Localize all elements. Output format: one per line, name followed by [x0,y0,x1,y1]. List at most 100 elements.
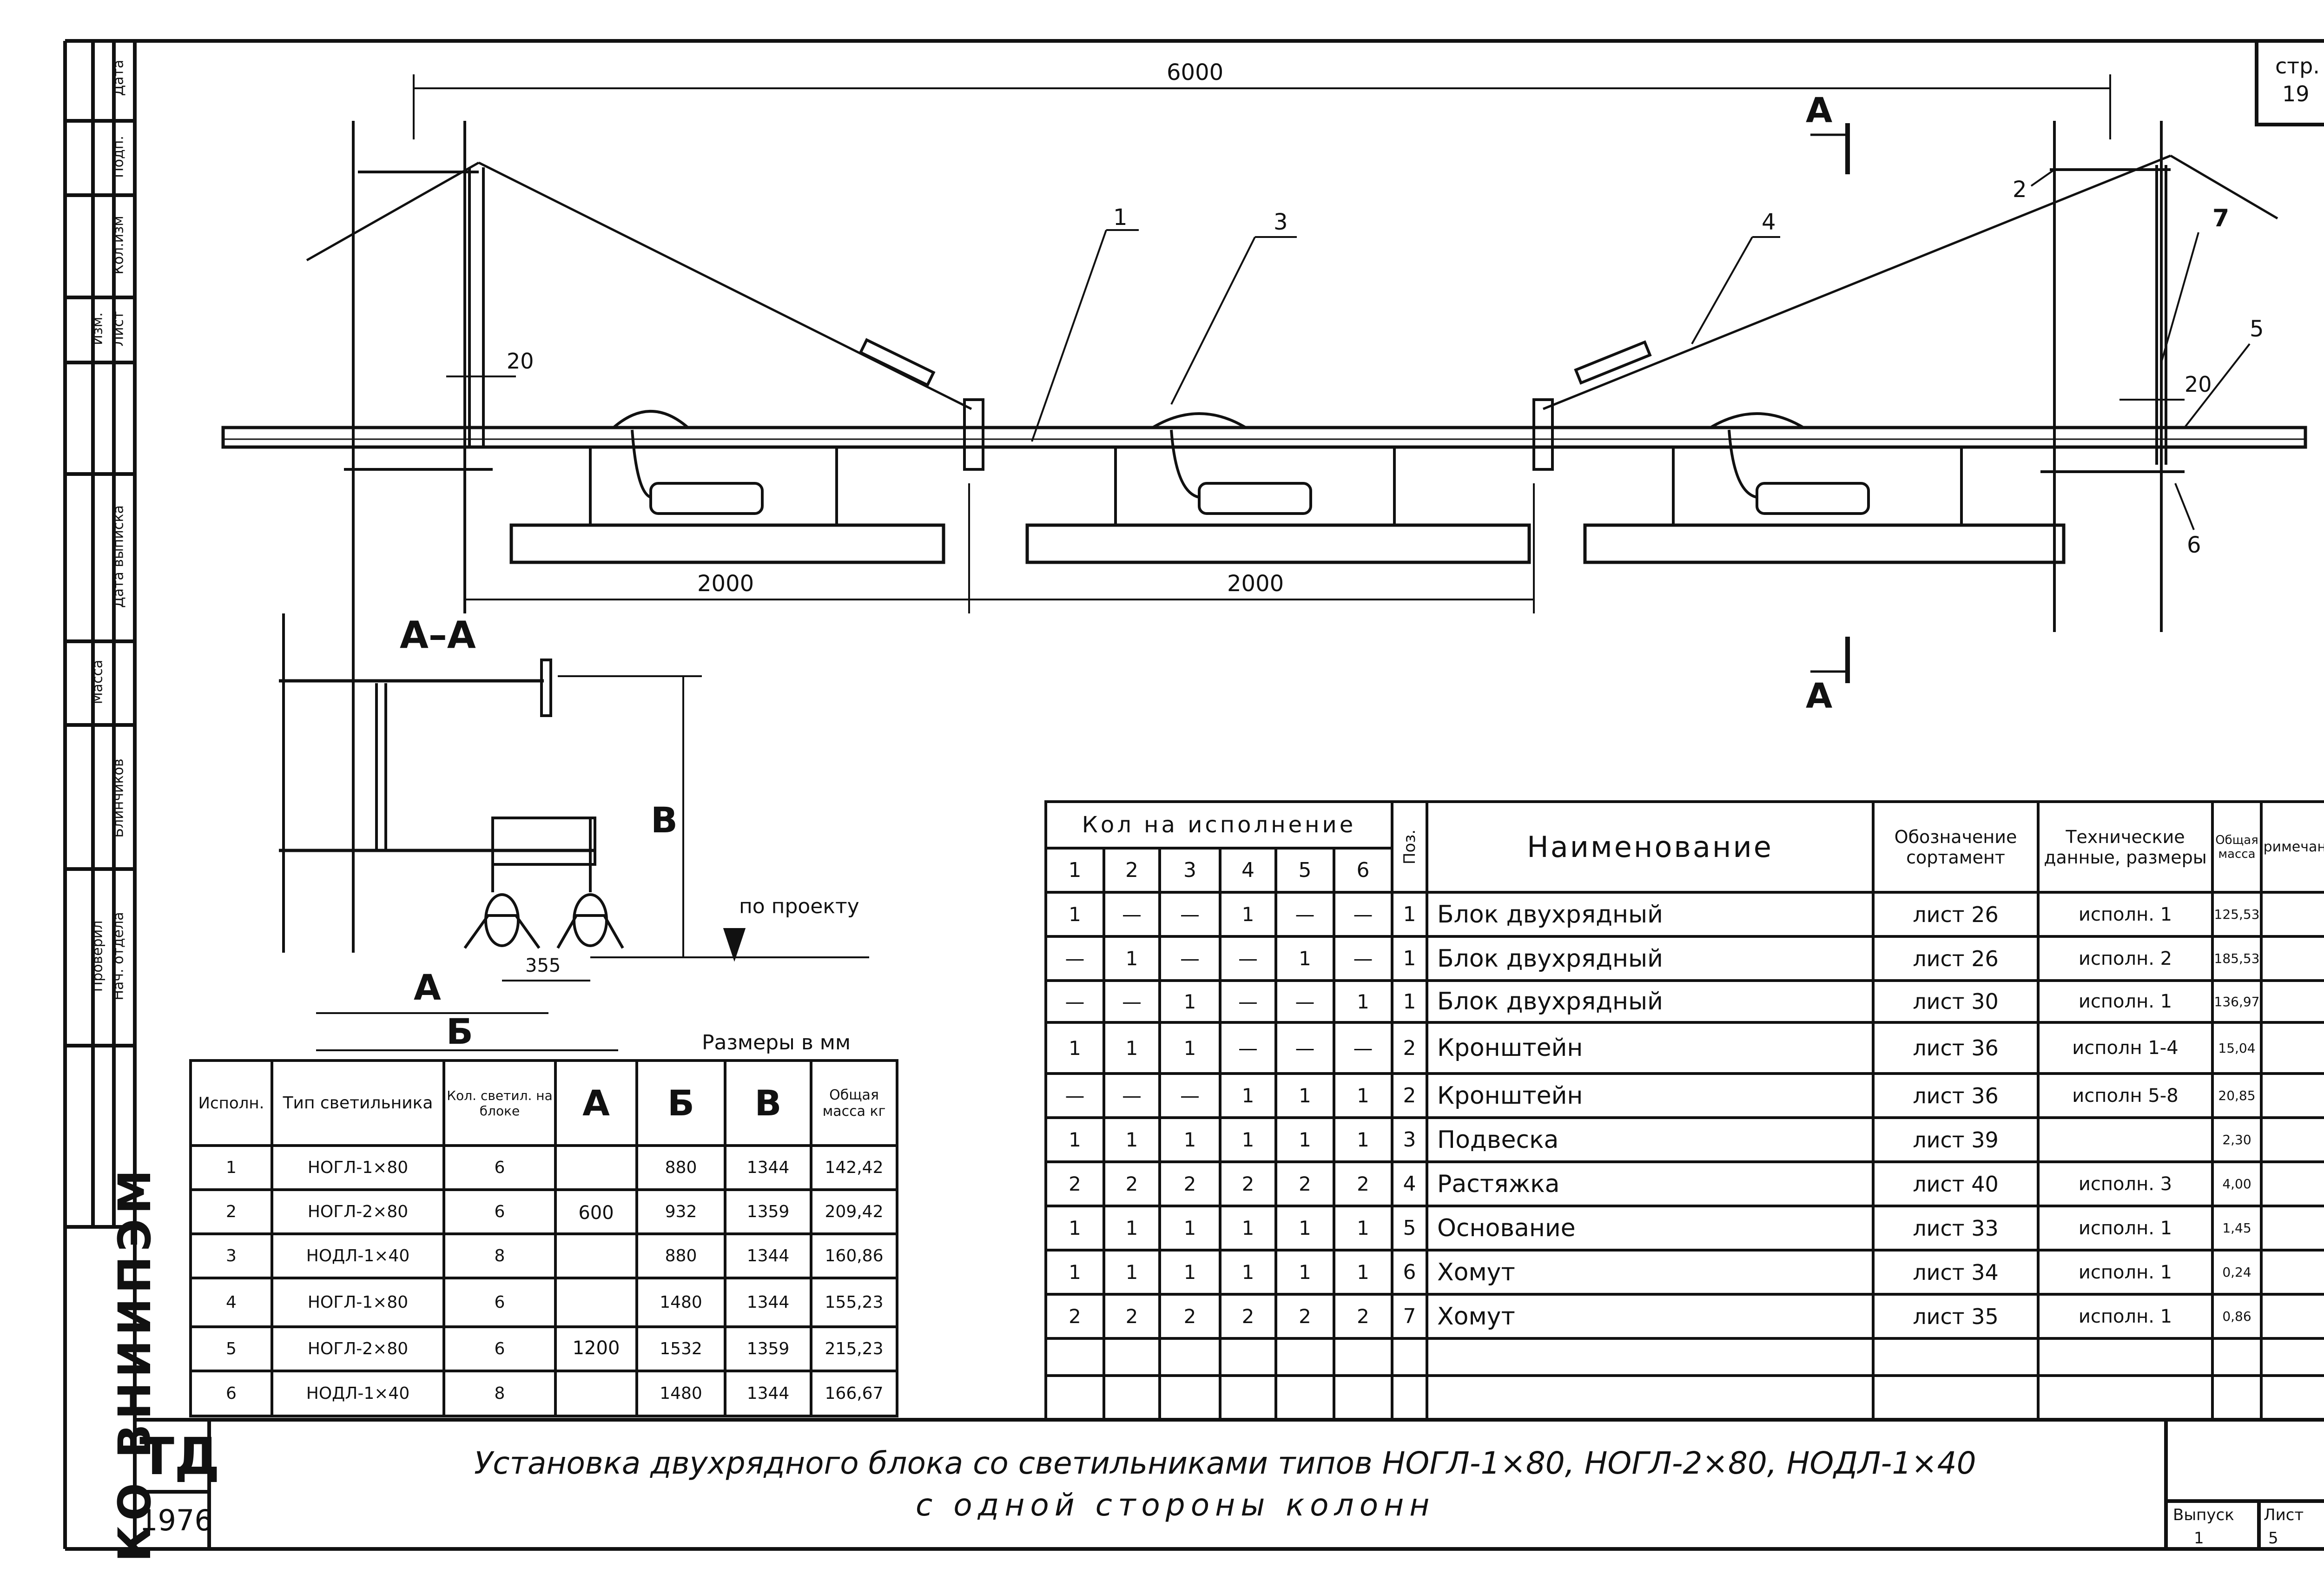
drawing-frame [133,39,2324,1551]
spec-variant-number: 2 [1125,858,1138,882]
spec-qty-cell: 1 [1357,1128,1369,1151]
callout-4: 4 [1762,209,1776,235]
spec-qty-cell: 1 [1125,1261,1138,1284]
side-stamp-label: Лист [110,311,127,347]
spec-qty-cell: 1 [1069,903,1081,926]
sizes-header-type: Тип светильника [283,1094,433,1113]
sizes-cell-b: 1532 [660,1339,702,1358]
spec-mass-cell: 125,53 [2214,907,2260,922]
spec-qty-cell: 1 [1125,947,1138,970]
spec-tech-cell: исполн. 3 [2078,1173,2172,1195]
spec-qty-cell: 2 [1299,1305,1311,1328]
spec-mass-cell: 1,45 [2222,1220,2251,1236]
spec-qty-cell: 1 [1299,1128,1311,1151]
spec-pos-cell: 1 [1403,947,1416,970]
spec-doc-cell: лист 39 [1913,1127,1999,1153]
spec-qty-cell: — [1238,1036,1258,1060]
sizes-cell-variant: 2 [226,1202,237,1221]
spec-name-cell: Хомут [1437,1258,1515,1286]
sizes-cell-v: 1344 [746,1158,790,1177]
sizes-cell-variant: 6 [226,1384,237,1403]
sizes-cell-b: 1480 [660,1293,702,1312]
spec-doc-cell: лист 40 [1913,1171,1999,1197]
spec-tech-cell [2038,1118,2212,1162]
spec-qty-cell: — [1122,990,1142,1013]
spec-qty-cell: 2 [1069,1305,1081,1328]
spec-tech-cell: исполн. 1 [2078,1305,2172,1327]
sizes-cell-mass: 155,23 [825,1293,884,1312]
spec-qty-cell: 2 [1357,1173,1369,1195]
spec-name-cell: Кронштейн [1437,1034,1583,1062]
spec-mass-cell: 20,85 [2218,1088,2256,1103]
sizes-cell-count: 6 [494,1293,505,1312]
spec-name-cell: Блок двухрядный [1437,944,1663,973]
spec-qty-cell: 1 [1241,903,1254,926]
sizes-cell-count: 6 [494,1339,505,1358]
sizes-header-mass: Общая масса кг [822,1087,886,1120]
side-stamp-label: Масса [89,659,106,705]
page-number-box [2255,39,2324,126]
stamp-year: 1976 [139,1503,213,1537]
elevation-view [221,74,2307,683]
spec-doc-cell: лист 36 [1913,1083,1999,1108]
sizes-header-b: Б [667,1082,694,1124]
spec-qty-cell: 1 [1183,1217,1196,1239]
spec-pos-cell: 6 [1403,1260,1416,1284]
stamp-td: ТД [139,1427,220,1486]
spec-qty-cell: — [1295,990,1315,1013]
page-number: 19 [2282,81,2310,106]
spec-qty-cell: 2 [1241,1305,1254,1328]
spec-qty-cell: — [1065,1084,1085,1107]
spec-pos-cell: 7 [1403,1304,1416,1328]
spec-tech-cell: исполн. 2 [2078,948,2172,969]
spec-qty-cell: — [1065,947,1085,970]
sheet-label: Лист [2264,1506,2304,1524]
spec-qty-cell: — [1122,1084,1142,1107]
spec-variant-number: 4 [1241,858,1254,882]
sizes-cell-count: 6 [494,1202,505,1221]
spec-qty-cell: 2 [1357,1305,1369,1328]
spec-qty-cell: — [1180,903,1200,926]
spec-name-cell: Блок двухрядный [1437,988,1663,1015]
spec-doc-cell: лист 26 [1913,946,1999,971]
sizes-cell-variant: 3 [226,1246,237,1265]
spec-qty-cell: — [1122,903,1142,926]
spec-qty-cell: — [1180,947,1200,970]
section-mark-top: А [1806,91,1833,131]
spec-pos-cell: 4 [1403,1172,1416,1196]
spec-mass-cell: 15,04 [2218,1040,2256,1056]
spec-header-designation: Обозначение сортамент [1894,826,2017,868]
sizes-cell-type: НОГЛ-2×80 [307,1202,409,1221]
sizes-header-variant: Исполн. [198,1094,264,1113]
spec-qty-cell: 2 [1125,1173,1138,1195]
spec-tech-cell: исполн 1-4 [2072,1037,2179,1059]
dim-span-left: 2000 [697,571,754,597]
issue-label: Выпуск [2173,1506,2234,1524]
sizes-table-grid [189,1059,898,1417]
spec-qty-cell: — [1353,903,1373,926]
drawing-title-line1: Установка двухрядного блока со светильни… [474,1445,1976,1481]
spec-tech-cell: исполн. 1 [2078,1217,2172,1239]
spec-tech-cell: исполн. 1 [2078,1261,2172,1283]
issue-number: 1 [2194,1529,2204,1548]
spec-header-tech: Технические данные, размеры [2044,826,2207,868]
drawing-title-line2: с одной стороны колонн [916,1487,1435,1523]
spec-qty-cell: 1 [1357,1261,1369,1284]
sizes-cell-count: 6 [494,1158,505,1177]
spec-qty-cell: 1 [1299,947,1311,970]
sizes-cell-mass: 215,23 [825,1339,884,1358]
spec-qty-cell: — [1065,990,1085,1013]
callout-6: 6 [2187,532,2201,558]
spec-qty-cell: 1 [1299,1217,1311,1239]
spec-qty-cell: 1 [1357,1084,1369,1107]
spec-qty-cell: — [1295,903,1315,926]
spec-qty-cell: — [1353,947,1373,970]
sizes-cell-b: 1480 [660,1384,702,1403]
spec-qty-cell: 1 [1357,990,1369,1013]
sizes-cell-type: НОГЛ-1×80 [307,1158,409,1177]
spec-pos-cell: 1 [1403,902,1416,926]
spec-qty-cell: 1 [1125,1128,1138,1151]
sizes-cell-b: 880 [665,1158,697,1177]
spec-qty-cell: — [1238,947,1258,970]
